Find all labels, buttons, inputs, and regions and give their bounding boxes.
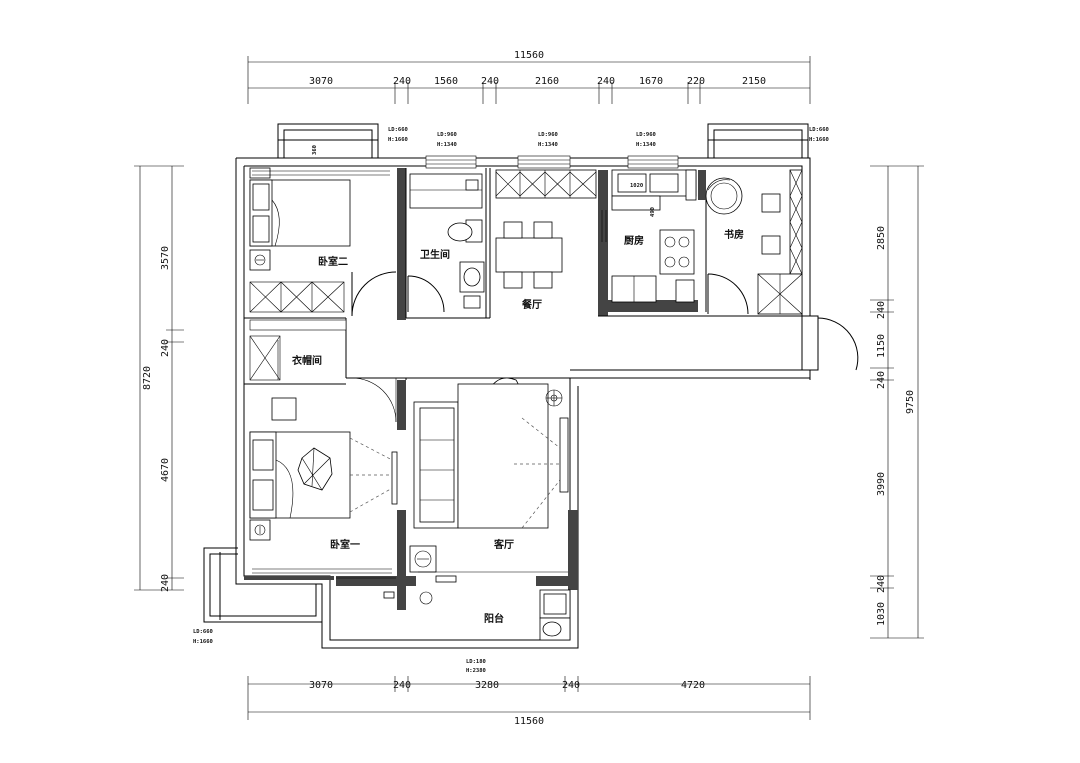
room-study: 书房 — [724, 228, 744, 241]
kitchen-fixtures — [601, 169, 697, 303]
bottom-dim-2: 240 — [393, 680, 411, 691]
balcony-fixtures — [336, 545, 571, 641]
closet-furniture — [249, 281, 397, 423]
room-bedroom1: 卧室一 — [330, 538, 360, 551]
right-total-dim: 9750 — [905, 390, 916, 414]
window-h-6: H:1660 — [193, 639, 213, 645]
top-dimension-lines — [247, 56, 811, 104]
bay-window-dim: 360 — [312, 145, 318, 155]
left-dimension-lines — [134, 165, 184, 591]
right-dim-2: 240 — [876, 301, 887, 319]
left-dim-3: 4670 — [160, 458, 171, 482]
window-ld-6: LD:660 — [193, 629, 213, 635]
bathroom-fixtures — [407, 173, 485, 313]
window-h-2: H:1340 — [437, 142, 457, 148]
top-total-dim: 11560 — [514, 50, 544, 61]
window-h-1: H:1660 — [388, 137, 408, 143]
window-ld-1: LD:660 — [388, 127, 408, 133]
dining-furniture — [495, 169, 597, 289]
window-ld-5: LD:660 — [809, 127, 829, 133]
window-ld-7: LD:180 — [466, 659, 486, 665]
top-dim-8: 220 — [687, 76, 705, 87]
room-closet: 衣帽间 — [292, 354, 322, 367]
bottom-dim-4: 240 — [562, 680, 580, 691]
right-dim-3: 1150 — [876, 334, 887, 358]
kitchen-dim-top: 1020 — [630, 183, 643, 189]
window-ld-4: LD:960 — [636, 132, 656, 138]
room-kitchen: 厨房 — [624, 234, 644, 247]
entry-door — [801, 315, 859, 371]
room-living: 客厅 — [493, 538, 514, 551]
kitchen-dim-side: 490 — [650, 207, 656, 217]
window-h-4: H:1340 — [636, 142, 656, 148]
window-ld-2: LD:960 — [437, 132, 457, 138]
room-bathroom: 卫生间 — [420, 248, 450, 261]
window-ld-3: LD:960 — [538, 132, 558, 138]
bottom-dimension-lines — [247, 676, 811, 720]
window-h-7: H:2380 — [466, 668, 486, 674]
top-dim-6: 240 — [597, 76, 615, 87]
right-dim-4: 240 — [876, 371, 887, 389]
room-dining: 餐厅 — [521, 298, 542, 311]
bedroom2-furniture — [249, 167, 397, 317]
top-dim-9: 2150 — [742, 76, 766, 87]
left-dim-2: 240 — [160, 339, 171, 357]
bottom-total-dim: 11560 — [514, 716, 544, 727]
left-dim-1: 3570 — [160, 246, 171, 270]
right-dim-7: 1030 — [876, 602, 887, 626]
top-dim-5: 2160 — [535, 76, 559, 87]
right-dim-1: 2850 — [876, 226, 887, 250]
top-dim-2: 240 — [393, 76, 411, 87]
bay-windows — [203, 123, 809, 623]
window-h-5: H:1660 — [809, 137, 829, 143]
right-dim-6: 240 — [876, 575, 887, 593]
left-total-dim: 8720 — [142, 366, 153, 390]
bedroom1-furniture — [249, 397, 398, 574]
right-dimension-lines — [870, 165, 924, 639]
window-h-3: H:1340 — [538, 142, 558, 148]
bottom-dim-1: 3070 — [309, 680, 333, 691]
room-bedroom2: 卧室二 — [318, 255, 348, 268]
left-dim-4: 240 — [160, 574, 171, 592]
top-dim-4: 240 — [481, 76, 499, 87]
top-dim-7: 1670 — [639, 76, 663, 87]
bottom-dim-3: 3280 — [475, 680, 499, 691]
right-dim-5: 3990 — [876, 472, 887, 496]
top-dim-1: 3070 — [309, 76, 333, 87]
living-furniture — [413, 377, 569, 529]
partition-lines — [244, 168, 802, 385]
top-dim-3: 1560 — [434, 76, 458, 87]
study-furniture — [705, 169, 803, 315]
inner-walls — [244, 168, 706, 610]
plant-icon — [545, 389, 563, 407]
room-balcony: 阳台 — [484, 612, 504, 625]
bottom-dim-5: 4720 — [681, 680, 705, 691]
window-openings — [425, 155, 679, 169]
